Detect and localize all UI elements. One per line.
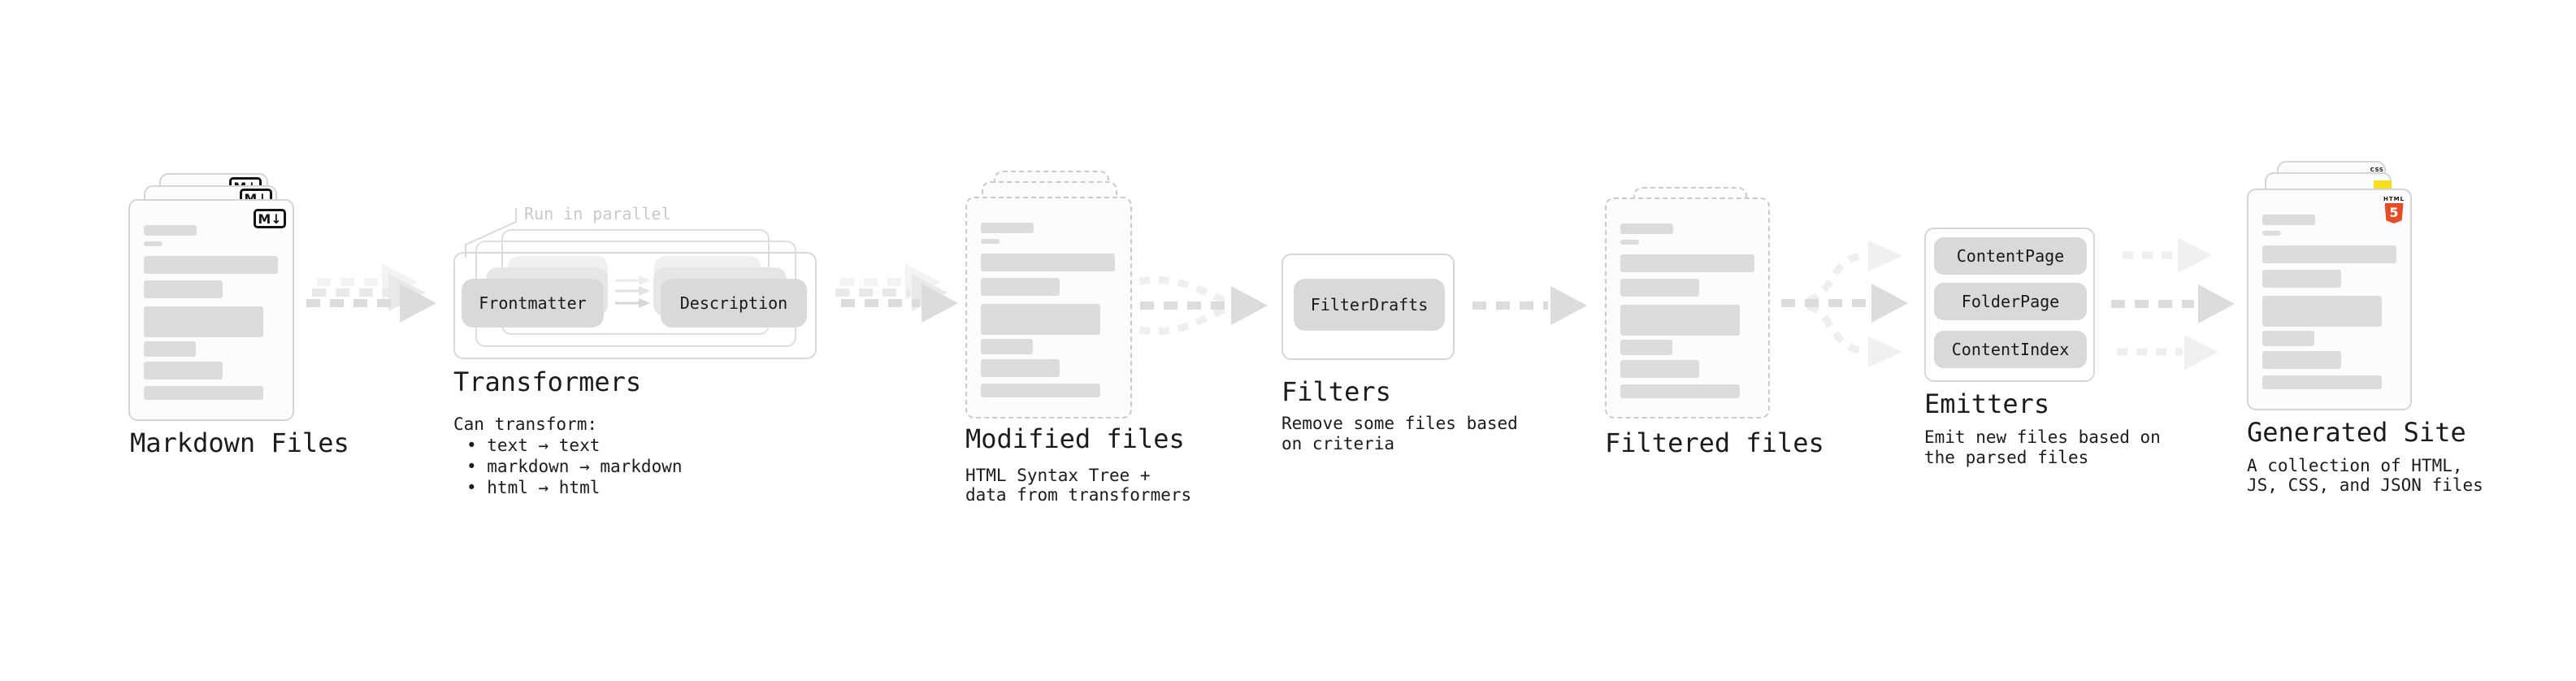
site-desc-line: JS, CSS, and JSON files (2247, 475, 2483, 495)
doc-line (1620, 223, 1673, 234)
markdown-doc-front: M↓ (128, 199, 294, 421)
modified-desc-line: HTML Syntax Tree + (965, 466, 1151, 485)
emitters-label: Emitters (1924, 388, 2050, 419)
doc-line (144, 256, 278, 274)
doc-line (144, 341, 196, 357)
arrow-head (388, 274, 426, 311)
site-doc-html: HTML 5 (2247, 189, 2412, 410)
doc-line (2262, 215, 2315, 225)
doc-line (144, 225, 197, 236)
generated-site-label: Generated Site (2247, 417, 2466, 448)
doc-line (1620, 340, 1672, 355)
arrow-head (1868, 336, 1902, 367)
arrow-shaft (1806, 251, 1867, 305)
transformers-bullet: • html → html (466, 478, 601, 497)
arrow-head (2184, 335, 2218, 370)
doc-line (1620, 254, 1754, 272)
transformers-description: Can transform: • text → text • markdown … (453, 414, 683, 498)
arrow-head (905, 264, 941, 300)
doc-line (981, 384, 1100, 397)
doc-line (981, 278, 1060, 296)
modified-desc-line: data from transformers (965, 485, 1192, 505)
arrow-emitters-to-site (2111, 238, 2235, 370)
arrow-head (400, 284, 436, 323)
doc-line (1620, 240, 1639, 245)
filtered-files-label: Filtered files (1605, 427, 1824, 458)
doc-line (1620, 360, 1699, 378)
arrow-shaft (1138, 304, 1229, 336)
doc-line (981, 304, 1100, 335)
arrow-head (1550, 286, 1587, 325)
arrow-head (382, 264, 418, 300)
arrow-shaft (1806, 302, 1867, 355)
html5-icon-shield: 5 (2384, 203, 2404, 223)
arrow-modified-to-filters (1138, 275, 1268, 336)
arrow-head (1868, 241, 1902, 271)
doc-line (144, 241, 163, 246)
doc-line (981, 359, 1060, 377)
contentindex-chip: ContentIndex (1934, 331, 2087, 368)
html5-icon: HTML 5 (2383, 196, 2405, 223)
arrow-head (922, 284, 958, 323)
folderpage-chip: FolderPage (1934, 283, 2087, 320)
arrow-head (1871, 284, 1908, 323)
arrow-shaft (1138, 275, 1229, 306)
doc-line (2262, 296, 2382, 327)
arrow-head (912, 274, 948, 311)
emitters-desc-line: the parsed files (1924, 448, 2089, 467)
arrow-filters-to-filtered (1472, 286, 1587, 325)
emitters-description: Emit new files based on the parsed files (1924, 427, 2161, 468)
doc-line (981, 223, 1034, 233)
arrow-head (2178, 238, 2212, 273)
html5-icon-number: 5 (2389, 205, 2399, 220)
frontmatter-chip: Frontmatter (462, 279, 604, 327)
arrow-head (1231, 286, 1268, 325)
css-icon-text: CSS (2370, 167, 2384, 173)
arrow-markdown-to-transformers (306, 264, 436, 323)
arrow-head (2198, 284, 2235, 323)
html5-icon-text: HTML (2383, 196, 2405, 202)
filters-desc-line: on criteria (1281, 434, 1395, 453)
filters-desc-line: Remove some files based (1281, 414, 1518, 433)
doc-line (2262, 270, 2341, 288)
transformers-bullet: • markdown → markdown (466, 457, 683, 476)
site-desc-line: A collection of HTML, (2247, 456, 2463, 475)
doc-line (1620, 384, 1740, 398)
emitters-desc-line: Emit new files based on (1924, 427, 2161, 447)
doc-line (981, 239, 1000, 244)
doc-line (144, 306, 263, 337)
parallel-note: Run in parallel (524, 204, 671, 223)
transformers-bullet: • text → text (466, 436, 601, 455)
modified-doc-front (965, 197, 1132, 419)
contentpage-chip: ContentPage (1934, 237, 2087, 275)
modified-files-label: Modified files (965, 423, 1185, 454)
doc-line (2262, 375, 2382, 389)
filters-label: Filters (1281, 376, 1391, 407)
doc-line (1620, 279, 1699, 297)
doc-line (2262, 245, 2396, 263)
doc-line (981, 254, 1115, 271)
arrow-filtered-to-emitters (1781, 241, 1908, 367)
markdown-files-label: Markdown Files (130, 427, 349, 458)
filterdrafts-chip: FilterDrafts (1294, 279, 1445, 331)
generated-site-description: A collection of HTML, JS, CSS, and JSON … (2247, 456, 2483, 495)
doc-line (144, 280, 223, 298)
markdown-icon: M↓ (254, 209, 286, 228)
doc-line (2262, 331, 2314, 346)
transformers-box-front (453, 252, 817, 359)
doc-line (2262, 231, 2281, 236)
doc-line (144, 386, 263, 400)
transformers-label: Transformers (453, 367, 642, 397)
filtered-doc-front (1605, 197, 1770, 419)
modified-files-description: HTML Syntax Tree + data from transformer… (965, 466, 1191, 505)
doc-line (144, 362, 223, 380)
arrow-transformers-to-modified (835, 264, 958, 323)
doc-line (2262, 351, 2341, 369)
filters-description: Remove some files based on criteria (1281, 414, 1518, 454)
description-chip: Description (661, 279, 807, 327)
doc-line (1620, 305, 1740, 336)
transformers-desc-title: Can transform: (453, 414, 598, 434)
doc-line (981, 339, 1033, 354)
